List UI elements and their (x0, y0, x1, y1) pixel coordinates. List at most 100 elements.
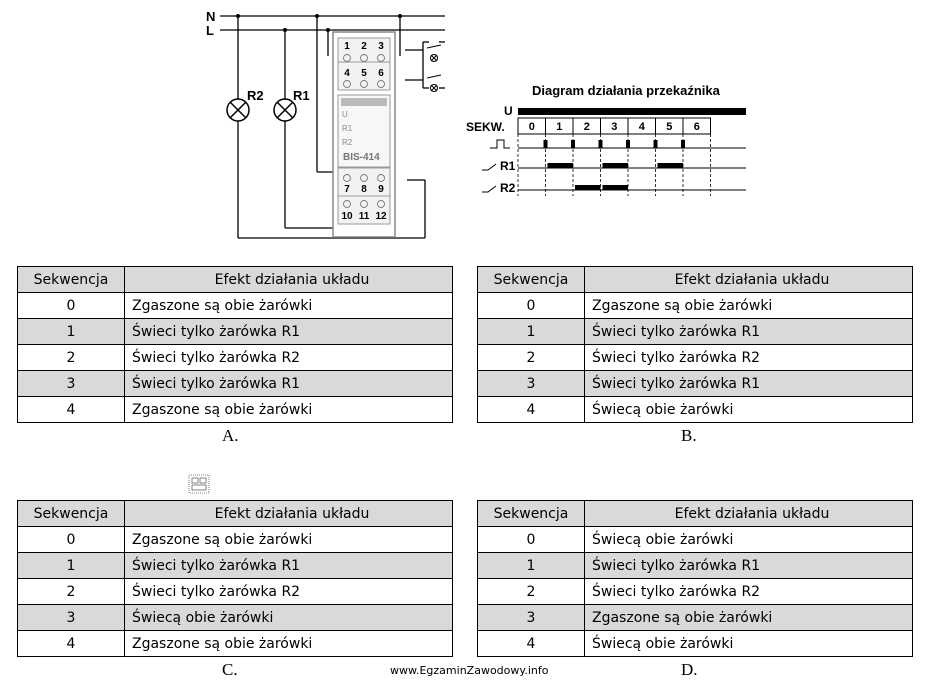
u-signal-bar (518, 108, 746, 115)
effect-cell: Świeci tylko żarówka R1 (124, 370, 453, 397)
sequence-dividers (517, 134, 711, 196)
terminal-8: 8 (361, 184, 367, 195)
option-b-label[interactable]: B. (681, 426, 697, 445)
seq-cell: 4 (477, 396, 585, 423)
header-sekwencja: Sekwencja (17, 266, 125, 293)
effect-cell: Świeci tylko żarówka R1 (584, 370, 913, 397)
wire-junctions (236, 14, 402, 32)
r1-on-bar (657, 163, 683, 168)
terminal-3: 3 (378, 41, 384, 52)
terminal-6: 6 (378, 68, 384, 79)
r2-contact-symbol (482, 185, 497, 193)
info-stamp-icon (188, 474, 210, 494)
sequence-number: 1 (556, 121, 562, 133)
seq-cell: 2 (17, 344, 125, 371)
push-buttons (426, 44, 442, 92)
seq-cell: 1 (17, 318, 125, 345)
timing-r2-label: R2 (500, 181, 516, 195)
seq-cell: 0 (477, 526, 585, 553)
lamp-r2-label: R2 (247, 88, 264, 103)
option-c-label[interactable]: C. (222, 660, 238, 679)
r2-bars (575, 185, 628, 190)
seq-cell: 2 (477, 578, 585, 605)
seq-cell: 3 (477, 370, 585, 397)
sequence-number: 5 (666, 121, 672, 133)
header-sekwencja: Sekwencja (477, 500, 585, 527)
seq-cell: 0 (477, 292, 585, 319)
seq-cell: 0 (17, 292, 125, 319)
effect-cell: Zgaszone są obie żarówki (584, 292, 913, 319)
terminal-5: 5 (361, 68, 367, 79)
sequence-number: 6 (694, 121, 700, 133)
effect-cell: Świeci tylko żarówka R2 (584, 344, 913, 371)
line-l-label: L (206, 23, 214, 38)
terminal-9: 9 (378, 184, 384, 195)
pulse-symbol (490, 139, 510, 149)
terminal-7: 7 (344, 184, 350, 195)
sequence-number: 4 (639, 121, 646, 133)
option-a-label[interactable]: A. (222, 426, 239, 445)
effect-cell: Świeci tylko żarówka R2 (584, 578, 913, 605)
device-r1-label: R1 (342, 124, 353, 133)
r2-on-bar (575, 185, 601, 190)
terminal-12: 12 (375, 211, 387, 222)
header-efekt: Efekt działania układu (584, 266, 913, 293)
effect-cell: Świeci tylko żarówka R1 (584, 552, 913, 579)
effect-cell: Świeci tylko żarówka R2 (124, 344, 453, 371)
footer-watermark: www.EgzaminZawodowy.info (390, 664, 549, 677)
option-d-label[interactable]: D. (681, 660, 698, 679)
device-model: BIS-414 (343, 152, 380, 163)
r2-on-bar (602, 185, 628, 190)
lamp-r2-icon (226, 98, 250, 122)
r1-contact-symbol (482, 163, 497, 171)
seq-cell: 1 (477, 318, 585, 345)
timing-r1-label: R1 (500, 159, 516, 173)
device-r2-label: R2 (342, 138, 353, 147)
effect-cell: Zgaszone są obie żarówki (124, 396, 453, 423)
sequence-cell (682, 117, 711, 135)
wiring-diagram: N L (206, 9, 445, 239)
r1-bars (547, 163, 683, 168)
terminal-1: 1 (344, 41, 350, 52)
seq-cell: 4 (477, 630, 585, 657)
seq-cell: 1 (17, 552, 125, 579)
device-u-label: U (342, 110, 348, 119)
effect-cell: Świecą obie żarówki (584, 630, 913, 657)
timing-sekw-label: SEKW. (466, 120, 505, 134)
effect-cell: Zgaszone są obie żarówki (124, 292, 453, 319)
timing-u-label: U (504, 104, 513, 118)
effect-cell: Zgaszone są obie żarówki (124, 630, 453, 657)
r1-on-bar (602, 163, 628, 168)
seq-cell: 2 (477, 344, 585, 371)
timing-title: Diagram działania przekaźnika (532, 83, 721, 98)
seq-cell: 2 (17, 578, 125, 605)
effect-cell: Zgaszone są obie żarówki (124, 526, 453, 553)
seq-cell: 4 (17, 396, 125, 423)
effect-cell: Świeci tylko żarówka R1 (124, 552, 453, 579)
effect-cell: Świecą obie żarówki (584, 526, 913, 553)
terminal-10: 10 (341, 211, 353, 222)
effect-cell: Świeci tylko żarówka R2 (124, 578, 453, 605)
seq-cell: 3 (477, 604, 585, 631)
terminal-screws (343, 54, 385, 208)
header-efekt: Efekt działania układu (124, 266, 453, 293)
effect-cell: Świeci tylko żarówka R1 (124, 318, 453, 345)
